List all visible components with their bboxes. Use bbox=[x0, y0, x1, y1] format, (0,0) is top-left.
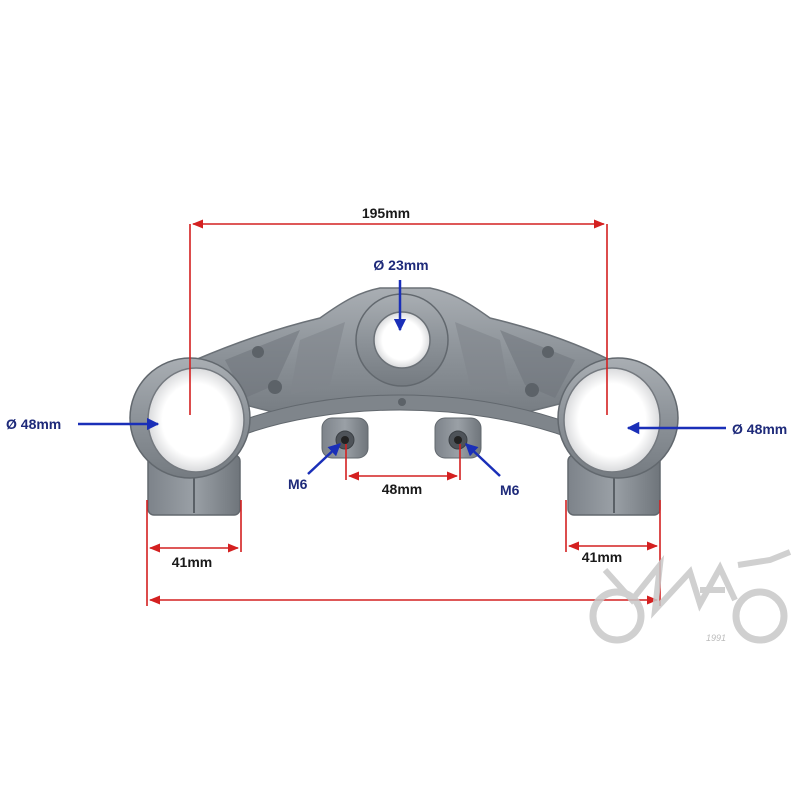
right-bolt-label: M6 bbox=[500, 482, 520, 498]
left-clamp-width-label: 41mm bbox=[172, 554, 212, 570]
left-fork-bore-label: Ø 48mm bbox=[6, 416, 61, 432]
web-hole-left-top bbox=[252, 346, 264, 358]
web-hole-left-bottom bbox=[268, 380, 282, 394]
left-web-pocket bbox=[225, 330, 300, 398]
triple-clamp-part bbox=[129, 287, 679, 516]
watermark-rear-wheel bbox=[589, 588, 645, 644]
left-bolt-boss bbox=[321, 417, 369, 459]
watermark-logo: 1991 bbox=[589, 549, 792, 644]
dimension-lines bbox=[146, 219, 661, 606]
right-web-pocket-2 bbox=[455, 322, 510, 395]
web-hole-right-bottom bbox=[525, 383, 539, 397]
web-hole-right-top bbox=[542, 346, 554, 358]
watermark-lettering bbox=[602, 549, 792, 619]
left-web-pocket-2 bbox=[290, 322, 345, 395]
center-small-hole bbox=[398, 398, 406, 406]
left-bolt-arrow bbox=[307, 443, 341, 475]
right-fork-bore-hole bbox=[563, 367, 661, 473]
callout-arrows bbox=[78, 280, 726, 477]
left-bolt-label: M6 bbox=[288, 476, 308, 492]
right-fork-clamp bbox=[557, 357, 679, 516]
right-clamp-width-label: 41mm bbox=[582, 549, 622, 565]
right-web-pocket bbox=[500, 330, 575, 398]
watermark-front-wheel bbox=[732, 588, 788, 644]
right-fork-bore-label: Ø 48mm bbox=[732, 421, 787, 437]
watermark-year: 1991 bbox=[706, 633, 726, 643]
right-bolt-arrow bbox=[465, 443, 501, 477]
stem-bore-label: Ø 23mm bbox=[373, 257, 428, 273]
stem-bore-hole bbox=[373, 311, 431, 369]
left-fork-bore-hole bbox=[147, 367, 245, 473]
left-fork-clamp bbox=[129, 357, 251, 516]
center-width-label: 195mm bbox=[362, 205, 410, 221]
bolt-spacing-label: 48mm bbox=[382, 481, 422, 497]
